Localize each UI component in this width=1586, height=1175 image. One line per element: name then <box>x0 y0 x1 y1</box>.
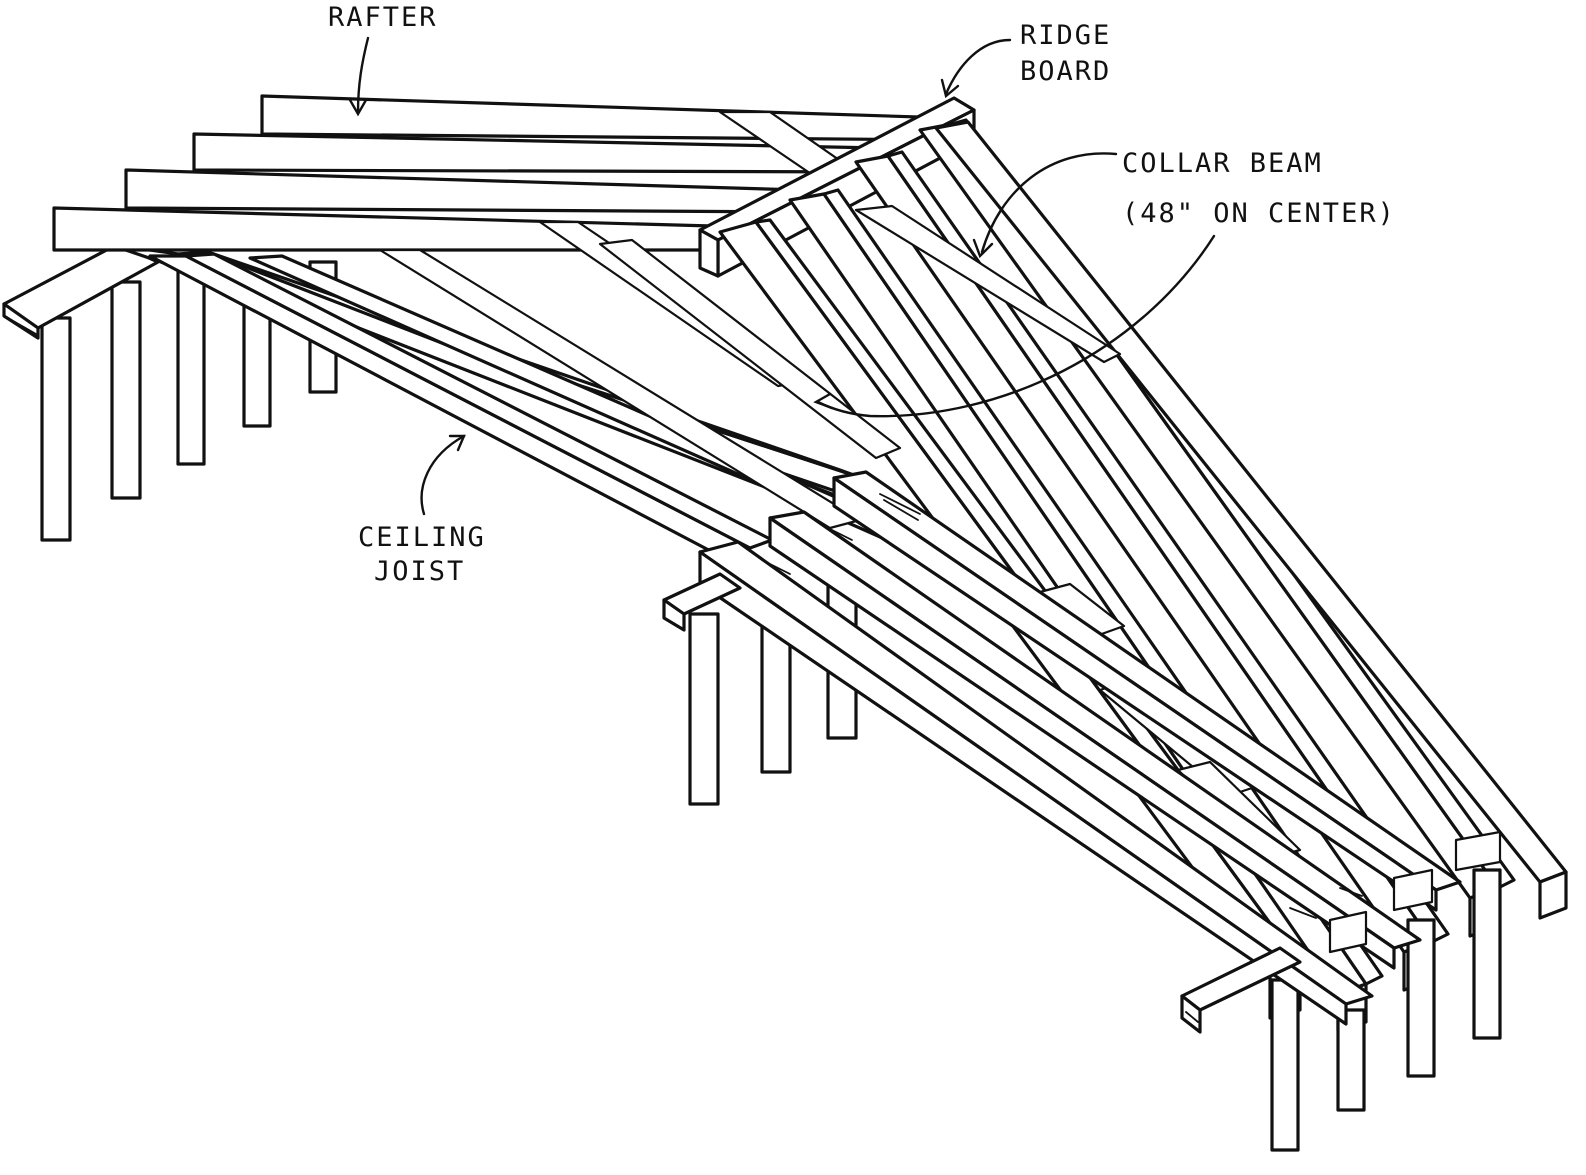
hatching <box>761 493 1363 919</box>
ridge-board-leader <box>940 38 1012 99</box>
rafter-leader <box>348 36 370 117</box>
collar-beam-label-line2: (48" ON CENTER) <box>1122 198 1396 229</box>
ridge-board-label-line1: RIDGE <box>1020 20 1111 51</box>
ceiling-joist-label-line2: JOIST <box>374 556 465 587</box>
back-rafters <box>52 94 954 252</box>
front-ceiling-joists <box>698 470 1462 1026</box>
ceiling-joist-leader <box>420 434 466 516</box>
ceiling-joist-label-line1: CEILING <box>358 522 486 553</box>
rafter-label: RAFTER <box>328 2 438 33</box>
joist-ends <box>1328 830 1502 954</box>
collar-beam-leader <box>813 152 1216 418</box>
ceiling-joist-front <box>148 252 774 558</box>
ridge-board-label-line2: BOARD <box>1020 56 1111 87</box>
right-top-plate <box>662 572 1302 1034</box>
collar-beam-label-line1: COLLAR BEAM <box>1122 148 1323 179</box>
